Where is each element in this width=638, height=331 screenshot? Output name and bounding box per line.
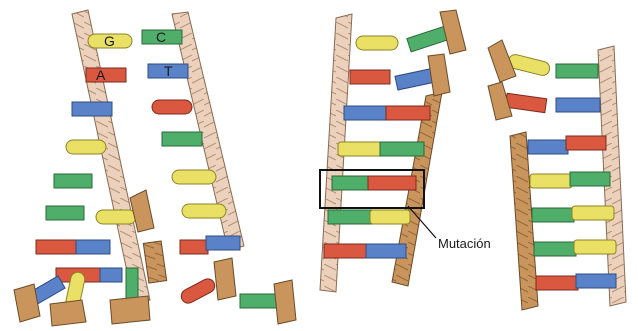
base-pair-green-yellow: [328, 210, 410, 224]
base-yellow: [182, 204, 226, 218]
mutation-label: Mutación: [438, 236, 491, 251]
base-pair-green-yellow: [534, 240, 616, 256]
base-pair-red-blue: [536, 274, 616, 290]
middle-daughter-helix: Mutación: [320, 10, 491, 292]
left-parent-helix: G C A T: [14, 10, 296, 326]
base-pair-blue-red: [344, 106, 430, 120]
base-red: [152, 100, 192, 114]
base-label-t: T: [164, 63, 173, 79]
base-pair-yellow-green: [530, 172, 610, 188]
free-nucleotide-green: [407, 10, 466, 54]
base-pair-red-blue-bottom: [56, 268, 122, 282]
left-backbone-strand: [72, 10, 150, 304]
mutated-base-pair-green-red: [332, 176, 416, 190]
base-green: [54, 174, 92, 188]
base-yellow: [66, 140, 106, 154]
base-label-a: A: [96, 67, 106, 83]
base-green: [46, 206, 84, 220]
base-pair-red-blue: [180, 236, 240, 254]
dark-partial-strand: [143, 241, 166, 283]
free-nucleotide-red: [179, 258, 236, 306]
base-a-red: [86, 68, 126, 82]
base-blue: [556, 98, 600, 112]
right-daughter-helix: [488, 40, 626, 310]
free-nucleotide-red: [488, 82, 547, 120]
base-red: [350, 70, 390, 84]
base-blue: [72, 102, 112, 116]
base-pair-blue-red: [528, 136, 606, 154]
base-label-c: C: [156, 29, 166, 45]
free-nucleotide-yellow: [488, 40, 551, 82]
base-pair-red-blue: [36, 240, 110, 254]
base-green: [162, 132, 202, 146]
free-nucleotide-green: [240, 280, 296, 324]
base-yellow: [356, 36, 398, 50]
base-label-g: G: [104, 33, 115, 49]
base-pair-green-yellow: [532, 206, 614, 222]
base-yellow: [172, 170, 216, 184]
base-pair-red-blue: [324, 244, 406, 258]
base-pair-yellow-green: [338, 142, 424, 156]
free-nucleotide-blue: [395, 54, 450, 96]
base-green: [556, 64, 598, 78]
